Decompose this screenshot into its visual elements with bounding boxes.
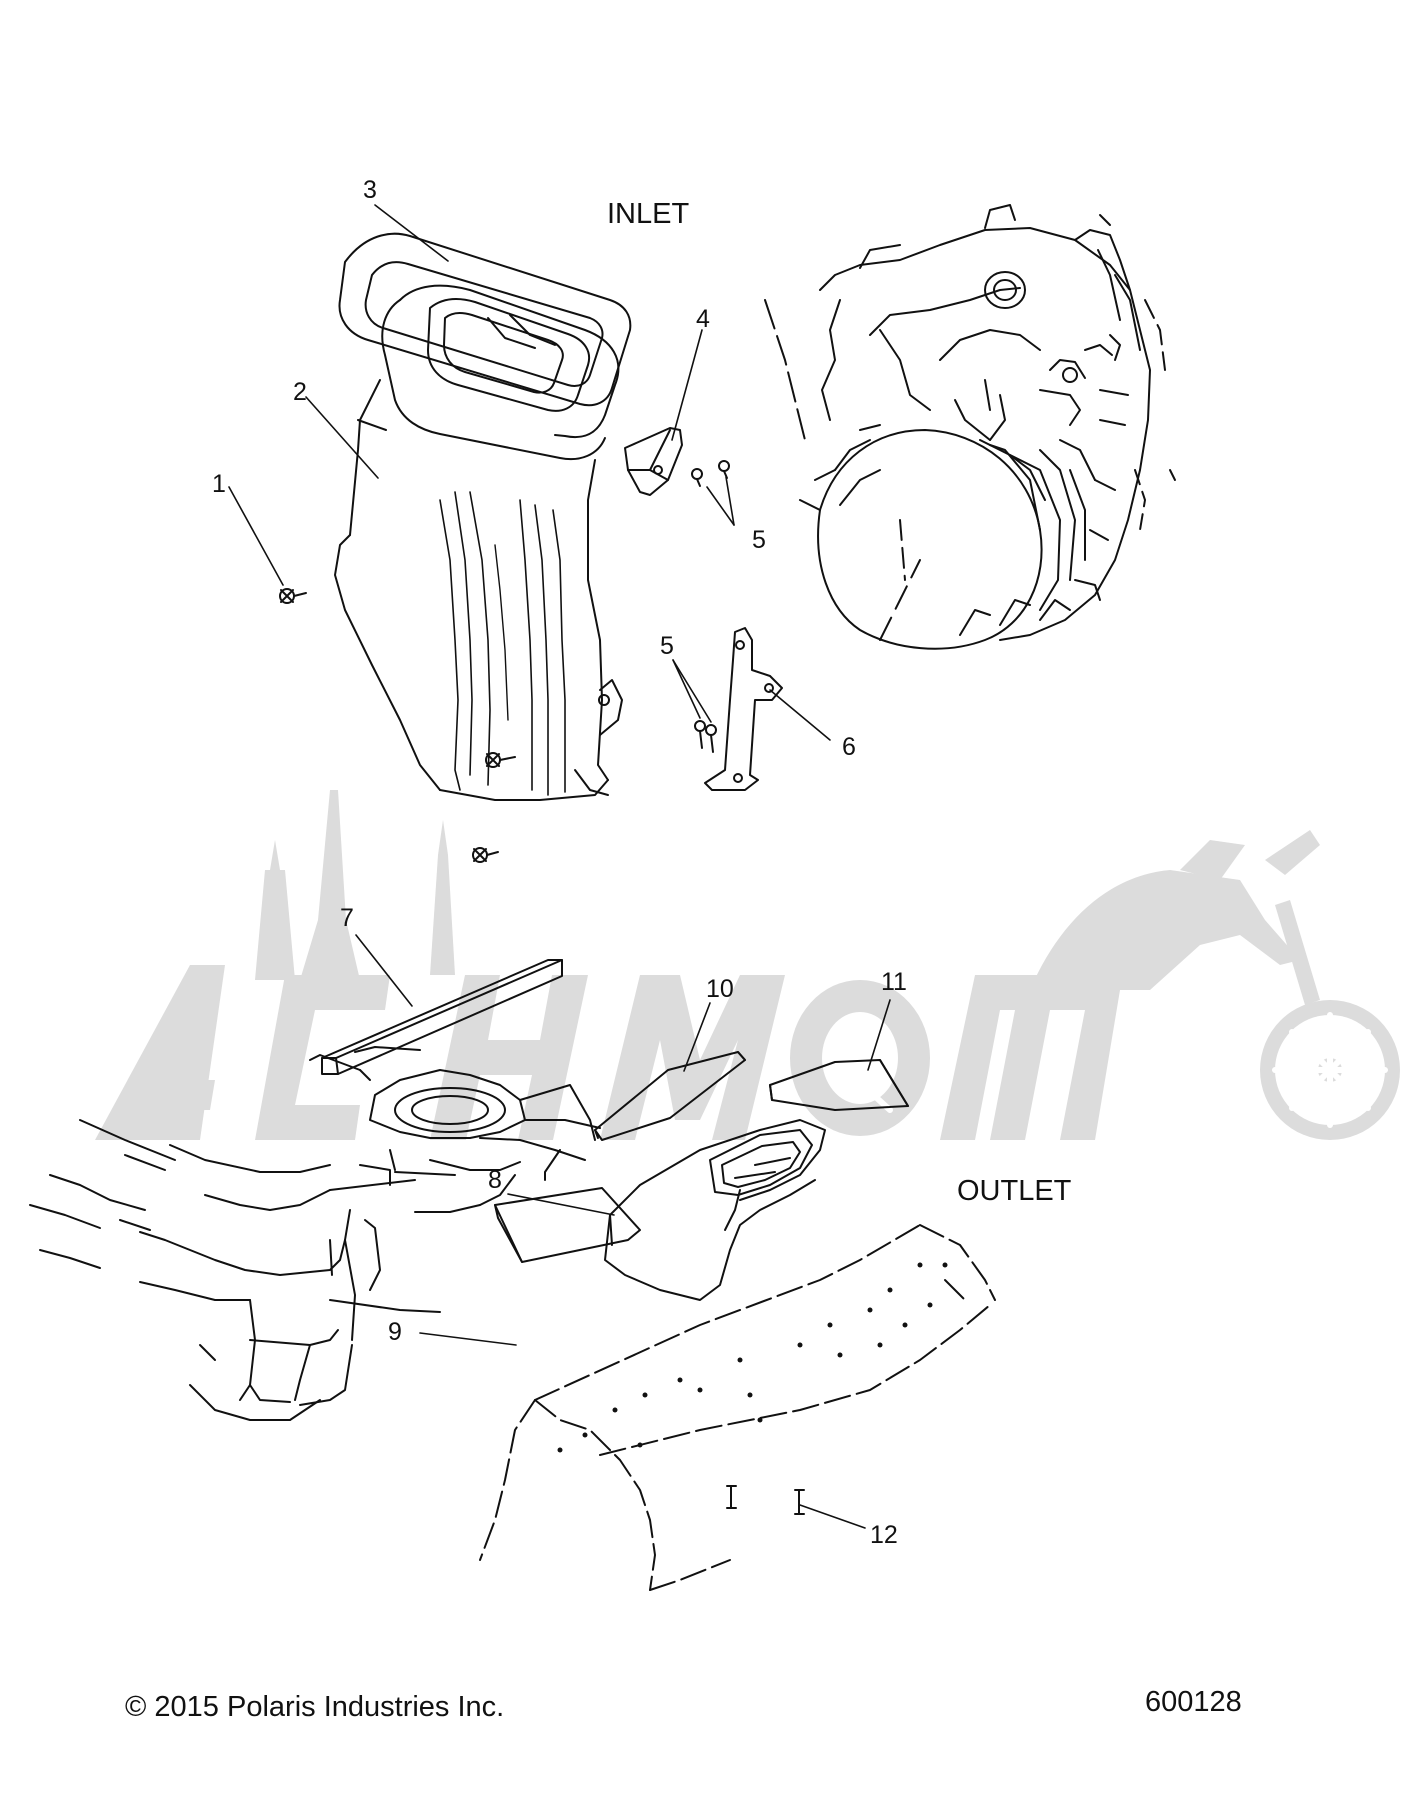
callout-6: 6	[842, 733, 856, 761]
callout-5-lower: 5	[660, 632, 674, 660]
part-2-inlet-duct	[334, 284, 623, 801]
part-3-inlet-gasket	[338, 232, 632, 407]
leader-lines	[228, 204, 891, 1529]
part-5-screw-upper	[691, 460, 730, 487]
callout-10: 10	[706, 975, 734, 1003]
callout-1: 1	[212, 470, 226, 498]
chassis-panel	[479, 1224, 996, 1591]
watermark-logo	[95, 790, 1400, 1140]
body-panel	[29, 1046, 601, 1421]
part-1-screw	[279, 588, 516, 863]
part-12-pin	[726, 1485, 805, 1515]
callout-8: 8	[488, 1166, 502, 1194]
part-8-outlet-duct	[604, 1119, 826, 1301]
part-6-long-bracket	[704, 627, 783, 791]
callout-2: 2	[293, 378, 307, 406]
callout-11: 11	[881, 968, 907, 996]
callout-9: 9	[388, 1318, 402, 1346]
part-11-foam-pad	[769, 1059, 909, 1111]
engine-housing	[764, 204, 1176, 650]
callout-5-upper: 5	[752, 526, 766, 554]
inlet-title: INLET	[607, 198, 690, 230]
watermark-logo-spokes	[832, 1012, 1388, 1128]
diagram-number: 600128	[1145, 1686, 1242, 1718]
part-9-foam-pad	[494, 1187, 641, 1263]
part-5-screw-lower	[694, 720, 717, 753]
copyright-notice: © 2015 Polaris Industries Inc.	[125, 1691, 505, 1723]
part-10-foam-pad	[594, 1051, 746, 1141]
part-4-bracket	[624, 427, 683, 496]
chassis-panel-holes	[557, 1262, 948, 1453]
outlet-title: OUTLET	[957, 1175, 1072, 1207]
callout-3: 3	[363, 176, 377, 204]
callout-4: 4	[696, 305, 710, 333]
callout-7: 7	[340, 904, 354, 932]
callout-12: 12	[870, 1521, 898, 1549]
